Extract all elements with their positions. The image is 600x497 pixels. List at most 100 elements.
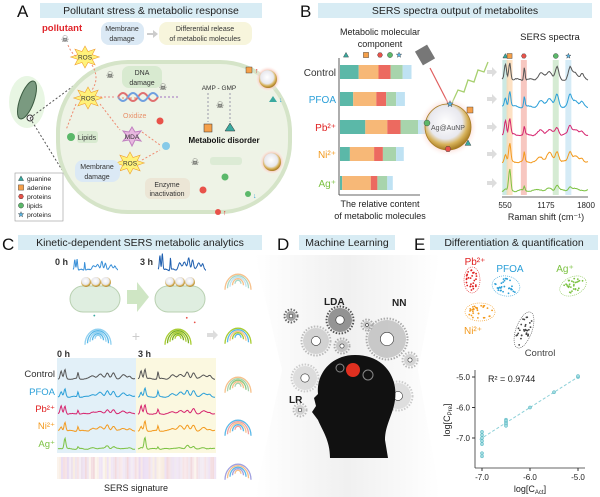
scatter-point <box>471 274 474 277</box>
bar-segment-lipids <box>377 176 388 190</box>
panel-title: SERS spectra output of metabolites <box>372 5 538 17</box>
hexagon-icon <box>444 146 452 152</box>
scatter-point <box>466 284 469 287</box>
panel-title: Pollutant stress & metabolic response <box>63 5 239 17</box>
legend-label: lipids <box>27 203 43 210</box>
signature-stripe <box>164 457 167 479</box>
ros-label: ROS <box>123 161 138 168</box>
bar-segment-guanine <box>340 147 350 161</box>
scatter-point <box>569 291 572 294</box>
spectrum-line <box>138 386 216 398</box>
membrane-damage-text: Membrane <box>80 164 114 171</box>
spectrum-line <box>501 168 589 193</box>
scatter-point <box>525 316 528 319</box>
signature-stripe <box>100 457 103 479</box>
highlight-band <box>552 60 559 195</box>
gear-icon <box>365 317 409 361</box>
scatter-point <box>568 283 571 286</box>
cluster-ellipse <box>463 266 481 294</box>
signature-stripe <box>90 457 93 479</box>
scatter-point <box>472 285 474 288</box>
bar-segment-guanine <box>340 65 359 79</box>
scatter-point <box>524 323 527 326</box>
time-label: 3 h <box>140 257 153 267</box>
signature-stripe <box>118 457 121 479</box>
membrane-damage-text: damage <box>109 36 134 43</box>
scatter-point <box>527 333 530 336</box>
scatter-point <box>518 344 521 346</box>
signature-stripe <box>78 457 81 479</box>
cluster <box>513 311 535 349</box>
data-point <box>480 436 484 440</box>
triangle-icon <box>502 53 509 59</box>
component-title: component <box>358 39 403 49</box>
lr-label: LR <box>289 395 303 406</box>
signature-stripe <box>172 457 175 479</box>
scatter-point <box>500 282 503 285</box>
scatter-point <box>467 270 470 273</box>
panel-letter: E <box>414 235 425 254</box>
scatter-point <box>469 310 471 312</box>
tick-label: 1800 <box>577 201 595 210</box>
signature-stripe <box>92 457 95 479</box>
category-label: Ni²⁺ <box>38 421 55 432</box>
panel-e: E Differentiation & quantification Pb²⁺P… <box>414 235 598 496</box>
scatter-point <box>482 306 485 309</box>
dna-damage-box <box>122 66 162 88</box>
signature-stripe <box>198 457 201 479</box>
bar-segment-guanine <box>340 176 343 190</box>
signature-stripe <box>162 457 165 479</box>
star-icon <box>446 100 454 108</box>
bar-xlabel: The relative content <box>340 199 420 209</box>
category-label: PFOA <box>309 95 337 106</box>
gear-icon <box>401 351 419 369</box>
signature-stripe <box>116 457 119 479</box>
arrow-icon <box>487 122 497 132</box>
signature-stripe <box>70 457 73 479</box>
panel-letter: B <box>300 2 311 21</box>
signature-stripe <box>178 457 181 479</box>
cluster-ellipse <box>491 275 521 297</box>
panel-letter: C <box>2 235 14 254</box>
tick-label: -7.0 <box>456 434 470 443</box>
panel-title: Kinetic-dependent SERS metabolic analyti… <box>36 237 244 249</box>
signature-stripe <box>150 457 153 479</box>
x-axis-label: log[CAct] <box>514 484 546 496</box>
signature-stripe <box>140 457 143 479</box>
scatter-point <box>572 288 575 290</box>
fingerprint-icon <box>224 273 252 290</box>
fingerprint-icon <box>164 328 192 345</box>
scatter-point <box>572 281 575 283</box>
star-icon <box>395 51 403 58</box>
legend-label: guanine <box>27 176 51 183</box>
nanoparticle-icon <box>263 153 281 171</box>
scatter-point <box>511 285 513 288</box>
enzyme-icon <box>162 142 170 150</box>
signature-stripe <box>192 457 195 479</box>
category-label: Pb²⁺ <box>315 123 336 134</box>
legend-item: proteins <box>18 194 52 201</box>
bar-segment-adenine <box>342 176 371 190</box>
scatter-point <box>470 289 473 291</box>
gear-icon <box>360 318 374 332</box>
signature-stripe <box>76 457 79 479</box>
scatter-point <box>474 285 477 288</box>
signature-stripe <box>74 457 77 479</box>
scatter-point <box>576 281 578 284</box>
signature-stripe <box>88 457 91 479</box>
scatter-point <box>518 329 521 332</box>
scatter-point <box>476 307 478 310</box>
tick-label: -7.0 <box>475 473 489 482</box>
category-label: Control <box>304 68 336 79</box>
tick-label: 550 <box>498 201 512 210</box>
data-point <box>576 374 580 378</box>
differential-release-box <box>159 22 252 45</box>
scattered-signal-icon <box>451 61 489 104</box>
signature-stripe <box>190 457 193 479</box>
cluster-ellipse <box>464 302 496 322</box>
data-point <box>528 405 532 410</box>
signature-stripe <box>202 457 205 479</box>
skull-icon: ☠ <box>159 82 167 92</box>
time-label: 3 h <box>138 349 151 359</box>
signature-stripe <box>134 457 137 479</box>
